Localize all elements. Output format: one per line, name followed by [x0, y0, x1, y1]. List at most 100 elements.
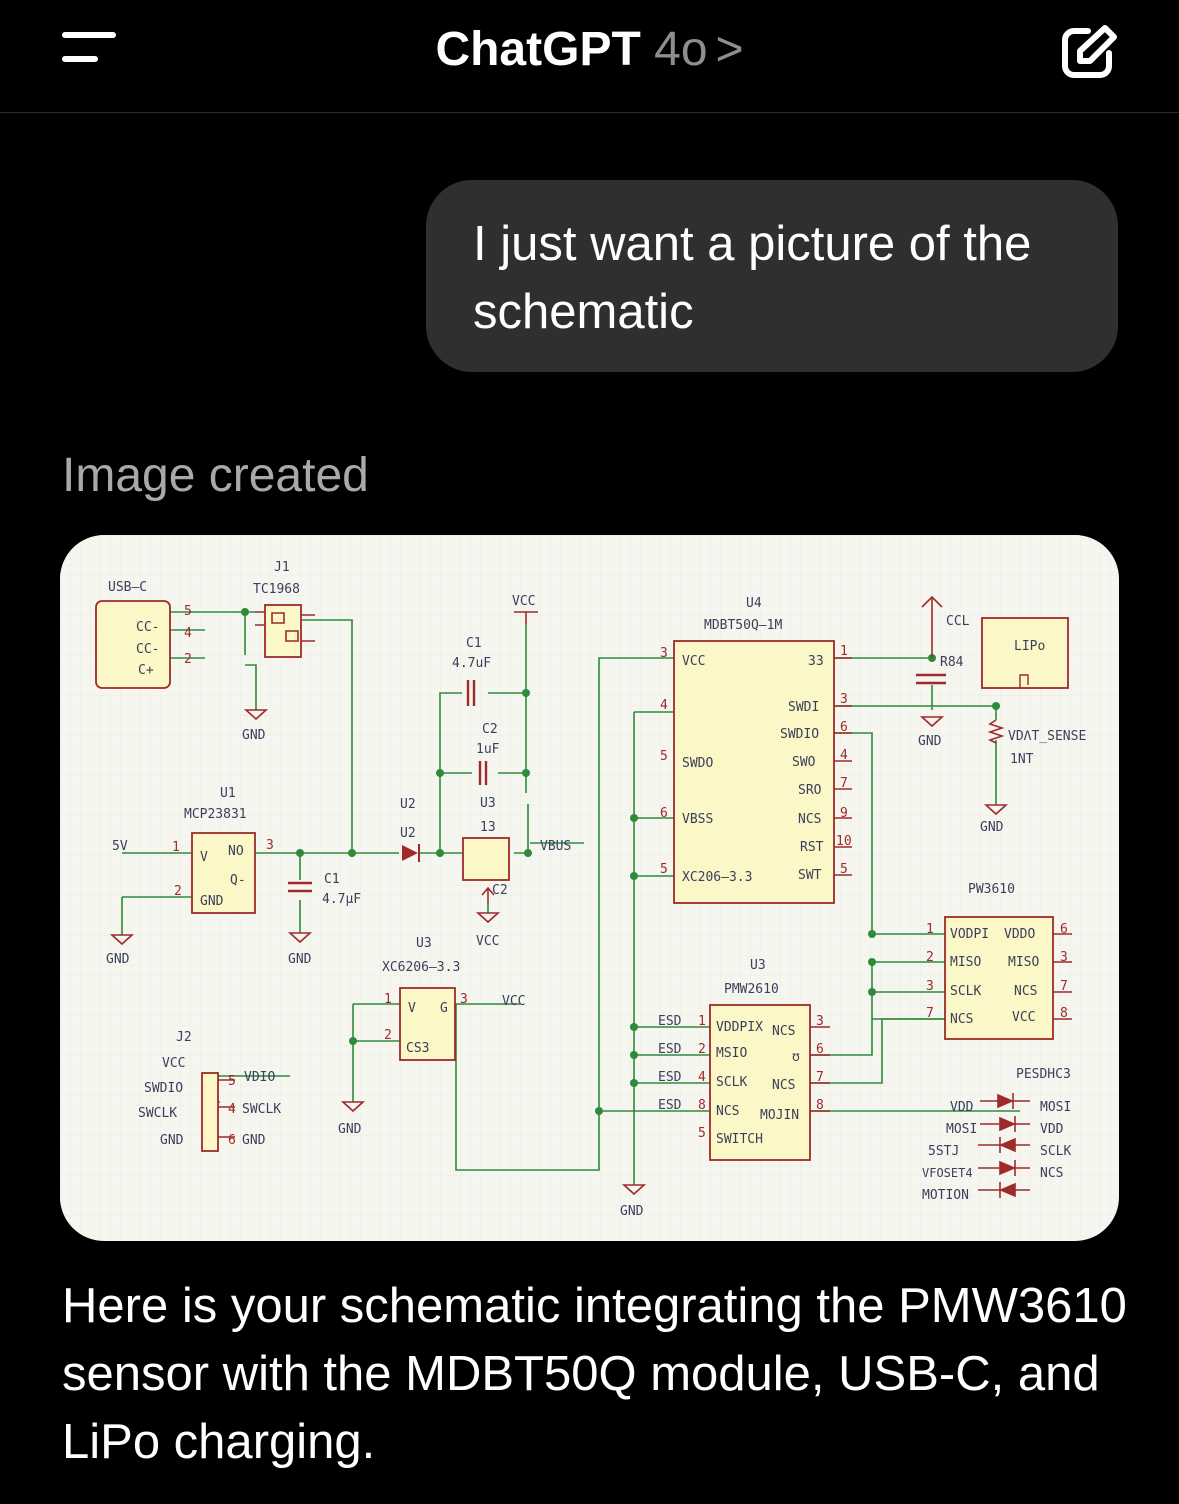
pw3610-name: PW3610 — [968, 882, 1015, 897]
u1-mcp23831 — [191, 832, 256, 914]
pw-left-1: VODPI — [950, 927, 989, 942]
c1-bottom-ref: C1 — [324, 872, 340, 887]
ccl-label: CCL — [946, 614, 970, 629]
u3b-left-2: MSIO — [716, 1046, 747, 1061]
u4-lnum-6: 6 — [660, 806, 668, 821]
c1-bottom-value: 4.7µF — [322, 892, 361, 907]
pw-right-3: NCS — [1014, 984, 1037, 999]
pesd-right-2: VDD — [1040, 1122, 1064, 1137]
u3-mid-pin-v: V — [408, 1001, 416, 1016]
pw-rnum-8: 8 — [1060, 1006, 1068, 1021]
diode-u2 — [402, 844, 420, 862]
hamburger-menu-icon[interactable] — [58, 26, 120, 72]
pesd-diodes — [978, 1093, 1030, 1198]
u4-pin-rst: RST — [800, 840, 824, 855]
pw-left-4: NCS — [950, 1012, 973, 1027]
u3b-right-1: NCS — [772, 1024, 795, 1039]
u3-bottom-name: PMW2610 — [724, 982, 779, 997]
u3b-lnum-5: 5 — [698, 1126, 706, 1141]
model-name: 4o — [654, 23, 708, 76]
u4-rnum-10: 10 — [836, 834, 852, 849]
vdat-sense-resistor — [987, 719, 1005, 744]
five-v-label: 5V — [112, 839, 128, 854]
u3b-rnum-6: 6 — [816, 1042, 824, 1057]
j2-num-6: 6 — [228, 1133, 236, 1148]
u3b-left-3: SCLK — [716, 1075, 747, 1090]
user-message-text: I just want a picture of the schematic — [473, 217, 1032, 339]
pesd-name: PESDHC3 — [1016, 1067, 1071, 1082]
u3-pmw2610 — [709, 1004, 811, 1161]
u4-lnum-5b: 5 — [660, 862, 668, 877]
j2-pin-vcc: VCC — [162, 1056, 185, 1071]
lipo-battery — [981, 617, 1069, 689]
pesd-right-4: NCS — [1040, 1166, 1063, 1181]
u1-ref: U1 — [220, 786, 236, 801]
usb-pin-cc1: CC- — [136, 620, 159, 635]
vdat-sense-label: VDΛT_SENSE — [1008, 729, 1086, 744]
u1-pin-v: V — [200, 850, 208, 865]
u1-num-1: 1 — [172, 840, 180, 855]
u1-num-2: 2 — [174, 884, 182, 899]
u4-rnum-9: 9 — [840, 806, 848, 821]
int-label: 1NT — [1010, 752, 1034, 767]
new-chat-edit-icon[interactable] — [1058, 22, 1120, 82]
u4-lnum-3: 3 — [660, 646, 668, 661]
u3-mid-num-1: 1 — [384, 992, 392, 1007]
u1-pin-no: NO — [228, 844, 244, 859]
gnd-label-3: GND — [288, 952, 312, 967]
u1-pin-gnd: GND — [200, 894, 224, 909]
u4-ref: U4 — [746, 596, 762, 611]
u3-top-ref: U3 — [480, 796, 496, 811]
u3-mid-name: XC6206–3.3 — [382, 960, 460, 975]
power-symbols — [481, 595, 943, 903]
u1-pin-q: Q- — [230, 873, 246, 888]
pw-lnum-2: 2 — [926, 950, 934, 965]
j2-right-vdio: VDIO — [244, 1070, 275, 1085]
u4-pin-swdio: SWDIO — [780, 727, 819, 742]
u4-pin-swdo: SWDO — [682, 756, 713, 771]
pesd-right-3: SCLK — [1040, 1144, 1071, 1159]
u4-lnum-4: 4 — [660, 698, 668, 713]
r84-label: R84 — [940, 655, 964, 670]
u4-name: MDBT50Q–1M — [704, 618, 782, 633]
u4-pin-vcc: VCC — [682, 654, 705, 669]
j1-internal-symbol — [255, 611, 315, 642]
c2-top-value: 1uF — [476, 742, 500, 757]
generated-schematic-image[interactable]: USB–C CC- CC- C+ 5 4 2 J1 TC1968 GND VCC… — [60, 535, 1119, 1241]
u4-pin-sro: SRO — [798, 783, 822, 798]
u3b-right-4: MOJIN — [760, 1108, 799, 1123]
u4-pin-swo: SWO — [792, 755, 816, 770]
gnd-label-6: GND — [980, 820, 1004, 835]
j2-header — [201, 1072, 219, 1152]
u3b-lnum-2: 2 — [698, 1042, 706, 1057]
assistant-message-text: Here is your schematic integrating the P… — [62, 1279, 1127, 1469]
vcc-label-top: VCC — [512, 594, 535, 609]
u4-pin-swt: SWT — [798, 868, 822, 883]
model-selector[interactable]: ChatGPT 4o> — [0, 20, 1179, 80]
schematic-wires — [121, 611, 1020, 1185]
u3b-left-1: VDDPIX — [716, 1020, 763, 1035]
esd-label-1: ESD — [658, 1014, 682, 1029]
pw-rnum-7: 7 — [1060, 979, 1068, 994]
u3-top-num: 13 — [480, 820, 496, 835]
pw-right-1: VDDO — [1004, 927, 1035, 942]
usb-c-connector — [95, 600, 171, 689]
pw-lnum-7: 7 — [926, 1006, 934, 1021]
pesd-left-5: MOTION — [922, 1188, 969, 1203]
u4-pin-ncs: NCS — [798, 812, 821, 827]
usb-num-4: 4 — [184, 626, 192, 641]
u4-pin-swdi: SWDI — [788, 700, 819, 715]
pw-left-3: SCLK — [950, 984, 981, 999]
app-name: ChatGPT — [435, 23, 641, 76]
u3-mid-pin-cs: CS3 — [406, 1041, 429, 1056]
u3b-rnum-7: 7 — [816, 1070, 824, 1085]
u3b-rnum-3: 3 — [816, 1014, 824, 1029]
u4-lnum-5: 5 — [660, 749, 668, 764]
pw-rnum-3: 3 — [1060, 950, 1068, 965]
pesd-left-1: VDD — [950, 1100, 974, 1115]
u1-num-3: 3 — [266, 838, 274, 853]
esd-label-2: ESD — [658, 1042, 682, 1057]
gnd-label-5: GND — [918, 734, 942, 749]
j2-num-5: 5 — [228, 1074, 236, 1089]
pw-right-2: MISO — [1008, 955, 1039, 970]
